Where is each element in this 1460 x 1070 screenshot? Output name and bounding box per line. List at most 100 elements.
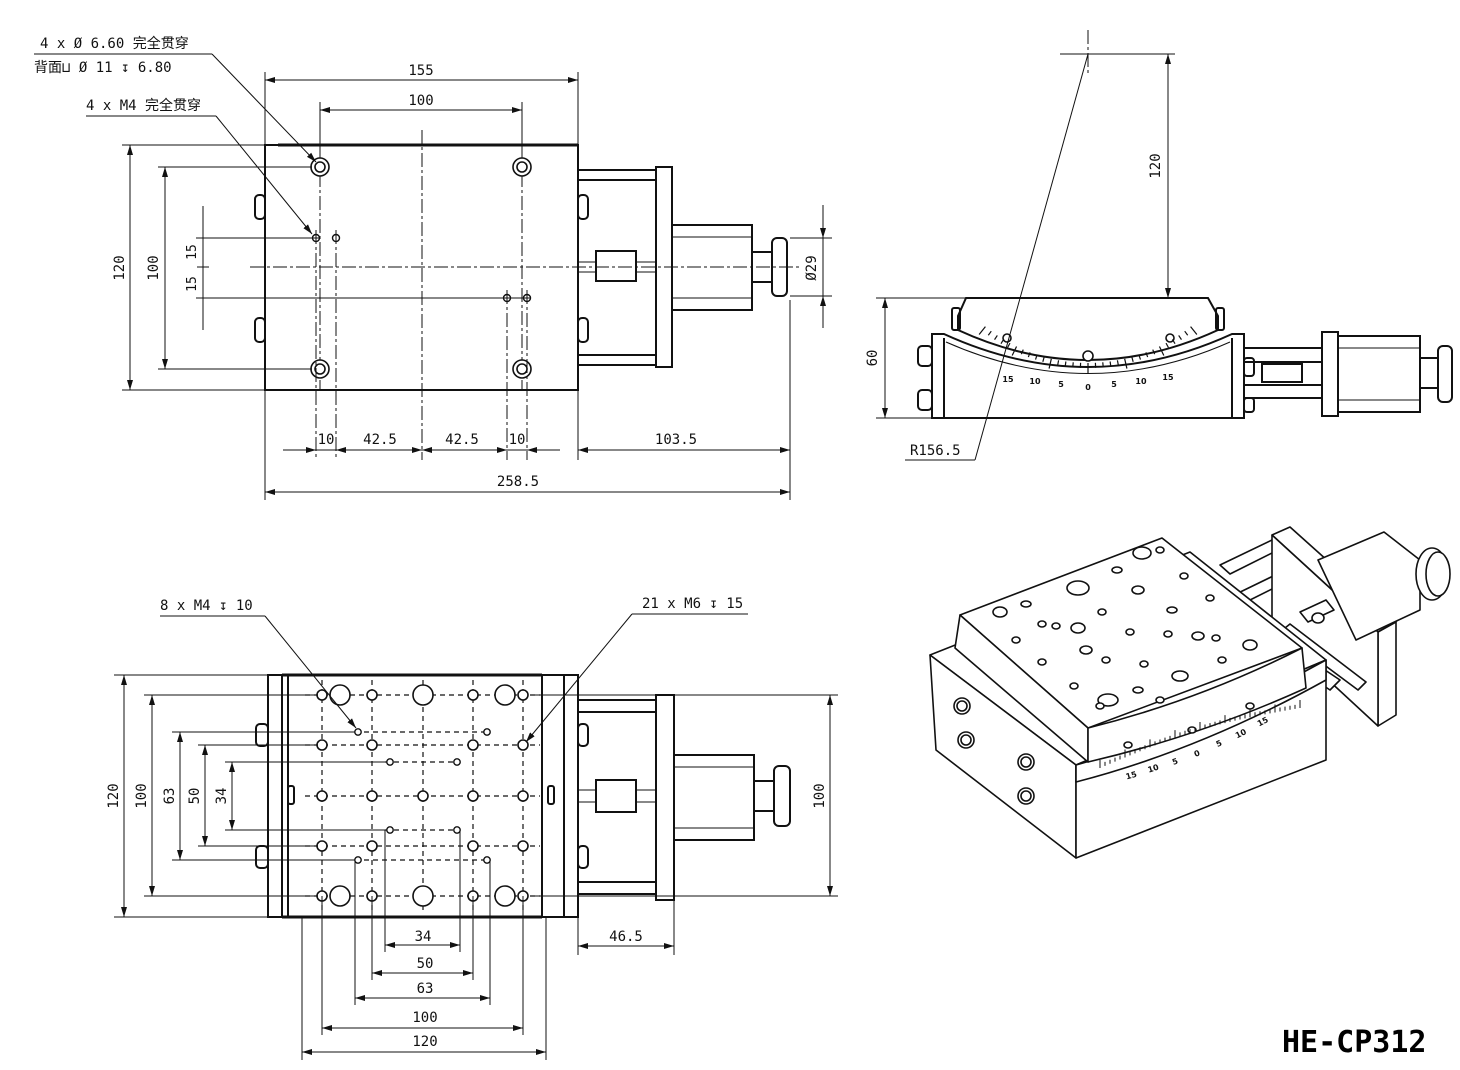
dim-258-5: 258.5 — [497, 474, 539, 490]
side-view: 120 60 R156.5 15 10 5 0 5 10 15 — [865, 30, 1453, 461]
scale-tick — [1158, 346, 1165, 356]
iso-hole — [1069, 682, 1079, 690]
m4-hole — [386, 758, 394, 766]
scale-tick — [1057, 360, 1060, 366]
iso-scale-label-5-right: 5 — [1215, 738, 1224, 749]
dim-10-b: 10 — [509, 432, 526, 448]
scale-tick — [1131, 356, 1134, 362]
dim-100-bottom-vertical: 100 — [134, 783, 150, 808]
scale-tick — [1165, 342, 1169, 348]
iso-scale-label-10-left: 10 — [1147, 762, 1161, 774]
iso-hole — [1139, 660, 1149, 668]
note-counterbore: 背面⊔ Ø 11 ↧ 6.80 — [34, 60, 172, 76]
m4-hole — [386, 826, 394, 834]
m6-hole — [517, 689, 529, 701]
scale-tick — [1178, 335, 1182, 340]
m6-hole — [517, 739, 529, 751]
scale-tick — [1000, 339, 1005, 345]
iso-hole — [1179, 572, 1189, 580]
side-view-base — [931, 333, 1245, 419]
large-hole — [412, 684, 434, 706]
dim-100-top: 100 — [408, 93, 433, 109]
bottom-bracket — [655, 694, 675, 901]
right-tab-top — [577, 194, 589, 220]
iso-hole — [1123, 741, 1133, 749]
dim-100-vertical: 100 — [146, 255, 162, 280]
scale-tick — [1109, 361, 1112, 367]
scale-tick — [1020, 349, 1024, 355]
m4-hole — [354, 728, 362, 736]
iso-hole — [992, 606, 1008, 618]
note-m4-depth: 8 x M4 ↧ 10 — [160, 598, 253, 614]
dim-120-side: 120 — [1148, 153, 1164, 178]
dim-120-vertical: 120 — [112, 255, 128, 280]
iso-hole — [1245, 702, 1255, 710]
dim-63-horizontal: 63 — [417, 981, 434, 997]
left-tab-top — [254, 194, 266, 220]
m6-hole — [366, 790, 378, 802]
m6-hole — [517, 790, 529, 802]
m6-hole — [316, 739, 328, 751]
iso-hole — [1242, 639, 1258, 651]
scale-tick — [1171, 339, 1176, 345]
side-view-scale-ticks — [978, 326, 1198, 373]
iso-hole — [1101, 656, 1111, 664]
m6-hole — [366, 689, 378, 701]
m6-hole — [316, 840, 328, 852]
large-hole — [329, 684, 351, 706]
iso-hole — [1037, 620, 1047, 628]
iso-hole — [1163, 630, 1173, 638]
dim-15-b: 15 — [185, 276, 200, 292]
dim-42-5-b: 42.5 — [445, 432, 479, 448]
model-number: HE-CP312 — [1282, 1025, 1427, 1060]
left-tab-bottom — [254, 317, 266, 343]
iso-hole — [1037, 658, 1047, 666]
iso-hole — [1155, 696, 1165, 704]
iso-hole — [1166, 606, 1178, 614]
side-micrometer — [1337, 335, 1421, 413]
scale-tick — [1007, 342, 1011, 348]
iso-hole — [1217, 656, 1227, 664]
scale-tick — [1190, 326, 1198, 335]
side-scale-label-10-right: 10 — [1135, 377, 1147, 386]
iso-hole — [1132, 686, 1144, 694]
iso-hole — [1020, 600, 1032, 608]
isometric-view: 15 10 5 0 5 10 15 — [929, 526, 1451, 859]
m4-hole — [483, 728, 491, 736]
scale-tick — [1042, 356, 1045, 362]
iso-hole — [1131, 585, 1145, 595]
m4-hole — [483, 856, 491, 864]
large-hole — [494, 684, 516, 706]
dim-50-vertical: 50 — [187, 788, 203, 805]
dim-d29: Ø29 — [804, 255, 820, 280]
iso-hole — [1095, 702, 1105, 710]
scale-tick — [1138, 354, 1142, 360]
dim-103-5: 103.5 — [655, 432, 697, 448]
dim-15-a: 15 — [185, 244, 200, 260]
note-thru-hole-diameter: 4 x Ø 6.60 完全贯穿 — [40, 35, 189, 52]
iso-hole — [1066, 580, 1090, 596]
note-m6-depth: 21 x M6 ↧ 15 — [642, 596, 743, 612]
m6-hole — [417, 790, 429, 802]
scale-tick — [1116, 360, 1119, 366]
dim-r156-5: R156.5 — [910, 443, 961, 459]
m6-hole — [366, 840, 378, 852]
dim-120-horizontal: 120 — [412, 1034, 437, 1050]
iso-scale-label-15-left: 15 — [1125, 770, 1139, 782]
side-bracket — [1321, 331, 1339, 417]
iso-hole — [1097, 693, 1119, 707]
m4-hole — [354, 856, 362, 864]
m6-hole — [316, 689, 328, 701]
dim-63-vertical: 63 — [162, 788, 178, 805]
dim-10-a: 10 — [318, 432, 335, 448]
bottom-view: 120 100 63 50 34 100 34 50 63 — [106, 596, 838, 1060]
side-scale-label-0: 0 — [1085, 383, 1091, 392]
scale-tick — [978, 326, 986, 335]
side-scale-label-15-right: 15 — [1162, 373, 1174, 382]
scale-tick — [1145, 352, 1149, 358]
iso-hole — [1155, 546, 1165, 554]
large-hole — [494, 885, 516, 907]
m6-hole — [467, 840, 479, 852]
dim-34-vertical: 34 — [214, 788, 230, 805]
